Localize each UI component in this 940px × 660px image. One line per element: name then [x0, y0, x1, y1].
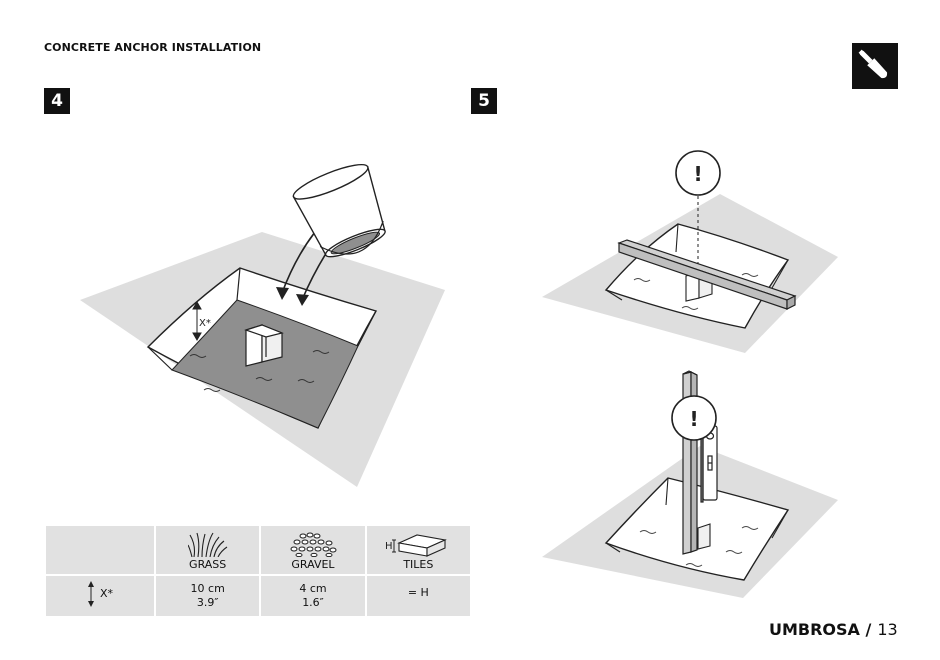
step-badge-4: 4	[44, 88, 70, 114]
row-label: X*	[99, 587, 114, 600]
gravel-label: GRAVEL	[291, 558, 335, 571]
table-corner-cell	[44, 524, 156, 576]
grass-icon	[187, 532, 227, 557]
value-metric: = H	[407, 586, 429, 599]
exclamation-icon: !	[693, 162, 702, 186]
gravel-icon	[290, 532, 337, 557]
row-label-cell: X*	[44, 574, 156, 618]
exclamation-icon: !	[689, 407, 698, 431]
tile-height-marker: H	[385, 541, 393, 552]
value-cell-tiles: = H	[364, 574, 473, 618]
tile-icon: H	[385, 534, 448, 557]
page-number: 13	[877, 620, 898, 639]
value-cell-gravel: 4 cm 1.6″	[259, 574, 367, 618]
value-cell-grass: 10 cm 3.9″	[153, 574, 262, 618]
brand-name: UMBROSA /	[769, 620, 872, 639]
value-metric: 4 cm	[299, 582, 327, 595]
depth-spec-table: GRASS	[44, 524, 473, 618]
value-imperial: 3.9″	[196, 596, 219, 609]
value-imperial: 1.6″	[302, 596, 324, 609]
step5-plumb-check-illustration: !	[542, 370, 838, 598]
depth-label: X*	[199, 318, 211, 329]
tiles-label: TILES	[403, 558, 434, 571]
section-title: CONCRETE ANCHOR INSTALLATION	[44, 41, 262, 54]
table-header-grass: GRASS	[153, 524, 262, 576]
step5-level-check-illustration: !	[542, 150, 838, 353]
value-metric: 10 cm	[190, 582, 225, 595]
grass-label: GRASS	[189, 558, 227, 571]
step-badge-5: 5	[471, 88, 497, 114]
depth-arrow-icon	[87, 581, 94, 607]
step4-pour-concrete-illustration: X*	[80, 163, 445, 487]
footer: UMBROSA / 13	[769, 620, 898, 639]
table-header-tiles: H TILES	[364, 524, 473, 576]
screwdriver-icon	[852, 43, 898, 89]
table-header-row: GRASS	[44, 524, 473, 576]
table-row: X* 10 cm 3.9″ 4 cm 1.6″ = H	[44, 574, 473, 618]
table-header-gravel: GRAVEL	[259, 524, 367, 576]
